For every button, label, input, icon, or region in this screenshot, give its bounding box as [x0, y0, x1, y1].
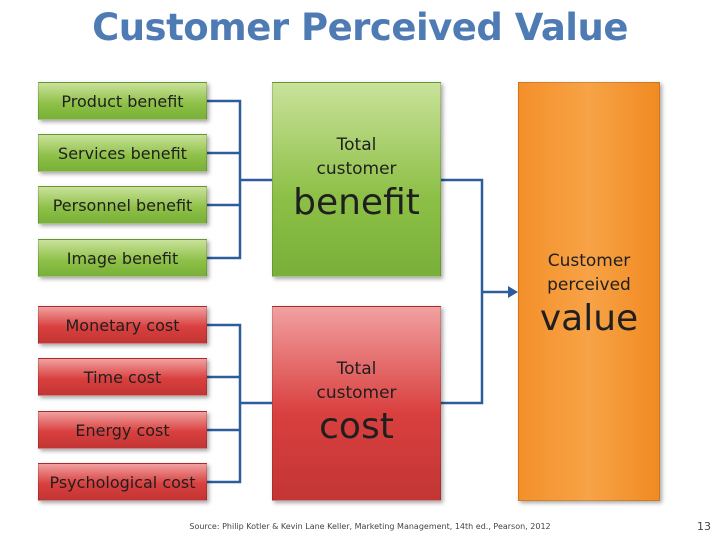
total-cost-big: cost: [319, 406, 394, 447]
services-benefit-label: Services benefit: [58, 143, 187, 163]
energy-cost-label: Energy cost: [75, 420, 170, 440]
total-benefit-big: benefit: [293, 182, 420, 223]
personnel-benefit-label: Personnel benefit: [52, 195, 193, 215]
total-benefit-line2: customer: [316, 159, 397, 179]
source-citation: Source: Philip Kotler & Kevin Lane Kelle…: [189, 522, 551, 531]
total-customer-cost-box: Total customer cost: [272, 306, 441, 501]
image-benefit-box: Image benefit: [38, 239, 207, 277]
total-benefit-line1: Total: [336, 135, 377, 155]
time-cost-label: Time cost: [83, 367, 162, 387]
value-line1: Customer: [547, 251, 631, 271]
customer-perceived-value-box: Customer perceived value: [518, 82, 660, 501]
value-big: value: [539, 298, 639, 339]
product-benefit-label: Product benefit: [61, 91, 184, 111]
slide-title: Customer Perceived Value: [92, 6, 628, 49]
value-line2: perceived: [547, 275, 631, 295]
psychological-cost-box: Psychological cost: [38, 463, 207, 501]
total-cost-line2: customer: [316, 383, 397, 403]
time-cost-box: Time cost: [38, 358, 207, 396]
monetary-cost-box: Monetary cost: [38, 306, 207, 344]
image-benefit-label: Image benefit: [66, 248, 179, 268]
total-customer-benefit-box: Total customer benefit: [272, 82, 441, 277]
monetary-cost-label: Monetary cost: [65, 315, 180, 335]
product-benefit-box: Product benefit: [38, 82, 207, 120]
personnel-benefit-box: Personnel benefit: [38, 186, 207, 224]
services-benefit-box: Services benefit: [38, 134, 207, 172]
total-cost-line1: Total: [336, 359, 377, 379]
page-number: 13: [697, 520, 711, 533]
energy-cost-box: Energy cost: [38, 411, 207, 449]
psychological-cost-label: Psychological cost: [49, 472, 196, 492]
